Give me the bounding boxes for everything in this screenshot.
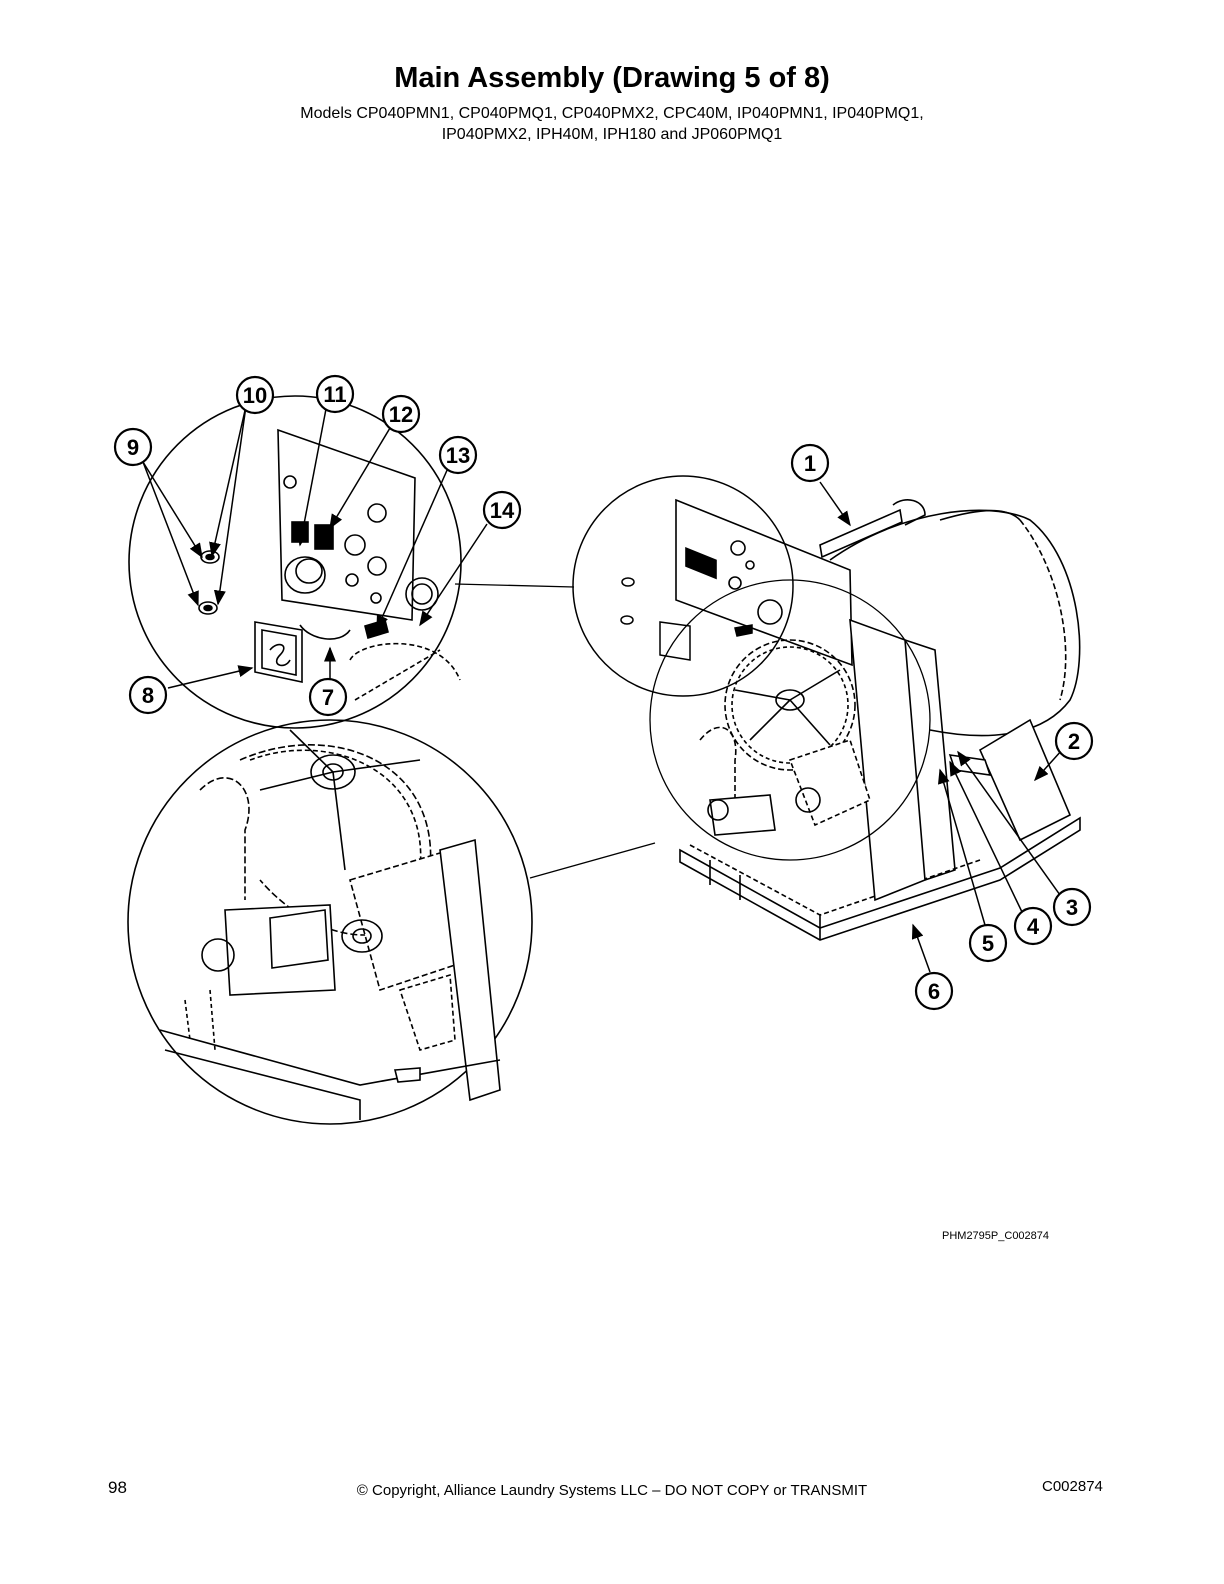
callout-3	[1052, 887, 1092, 927]
callout-8	[128, 675, 168, 715]
callout-3-label: 3	[1066, 895, 1078, 920]
callout-8-label: 8	[142, 683, 154, 708]
callout-12	[381, 394, 421, 434]
callout-5	[968, 923, 1008, 963]
callout-1	[790, 443, 830, 483]
callout-2	[1054, 721, 1094, 761]
callout-12-label: 12	[389, 402, 413, 427]
callout-2-label: 2	[1068, 729, 1080, 754]
callout-4	[1013, 906, 1053, 946]
callout-13-label: 13	[446, 443, 470, 468]
callout-6	[914, 971, 954, 1011]
detail-view-panel-small	[572, 475, 794, 697]
callout-9-label: 9	[127, 435, 139, 460]
callout-7-label: 7	[322, 685, 334, 710]
detail-connector-lines	[454, 579, 931, 879]
models-line-2: IP040PMX2, IPH40M, IPH180 and JP060PMQ1	[441, 126, 783, 143]
models-line-1: Models CP040PMN1, CP040PMQ1, CP040PMX2, …	[300, 105, 924, 122]
leader-lines	[142, 405, 1063, 973]
machine-main-view	[675, 498, 1081, 941]
callout-1-label: 1	[804, 451, 816, 476]
callout-6-label: 6	[928, 979, 940, 1004]
page-number: 98	[108, 1478, 127, 1497]
copyright-notice: © Copyright, Alliance Laundry Systems LL…	[356, 1482, 868, 1499]
callout-5-label: 5	[982, 931, 994, 956]
callout-bubbles	[113, 374, 1094, 1011]
callout-11-label: 11	[323, 382, 346, 407]
callout-10	[235, 375, 275, 415]
detail-view-control-panel	[128, 395, 462, 729]
callout-4-label: 4	[1027, 914, 1040, 939]
document-code: C002874	[1042, 1478, 1103, 1495]
callout-13	[438, 435, 478, 475]
models-subtitle: Models CP040PMN1, CP040PMQ1, CP040PMX2, …	[0, 103, 1224, 145]
callout-14-label: 14	[490, 498, 515, 523]
callout-9	[113, 427, 153, 467]
drawing-id: PHM2795P_C002874	[942, 1230, 1050, 1242]
callout-14	[482, 490, 522, 530]
detail-view-drive	[127, 719, 533, 1125]
callout-10-label: 10	[243, 383, 267, 408]
callout-7	[308, 677, 348, 717]
page-title: Main Assembly (Drawing 5 of 8)	[394, 62, 830, 94]
callout-11	[315, 374, 355, 414]
